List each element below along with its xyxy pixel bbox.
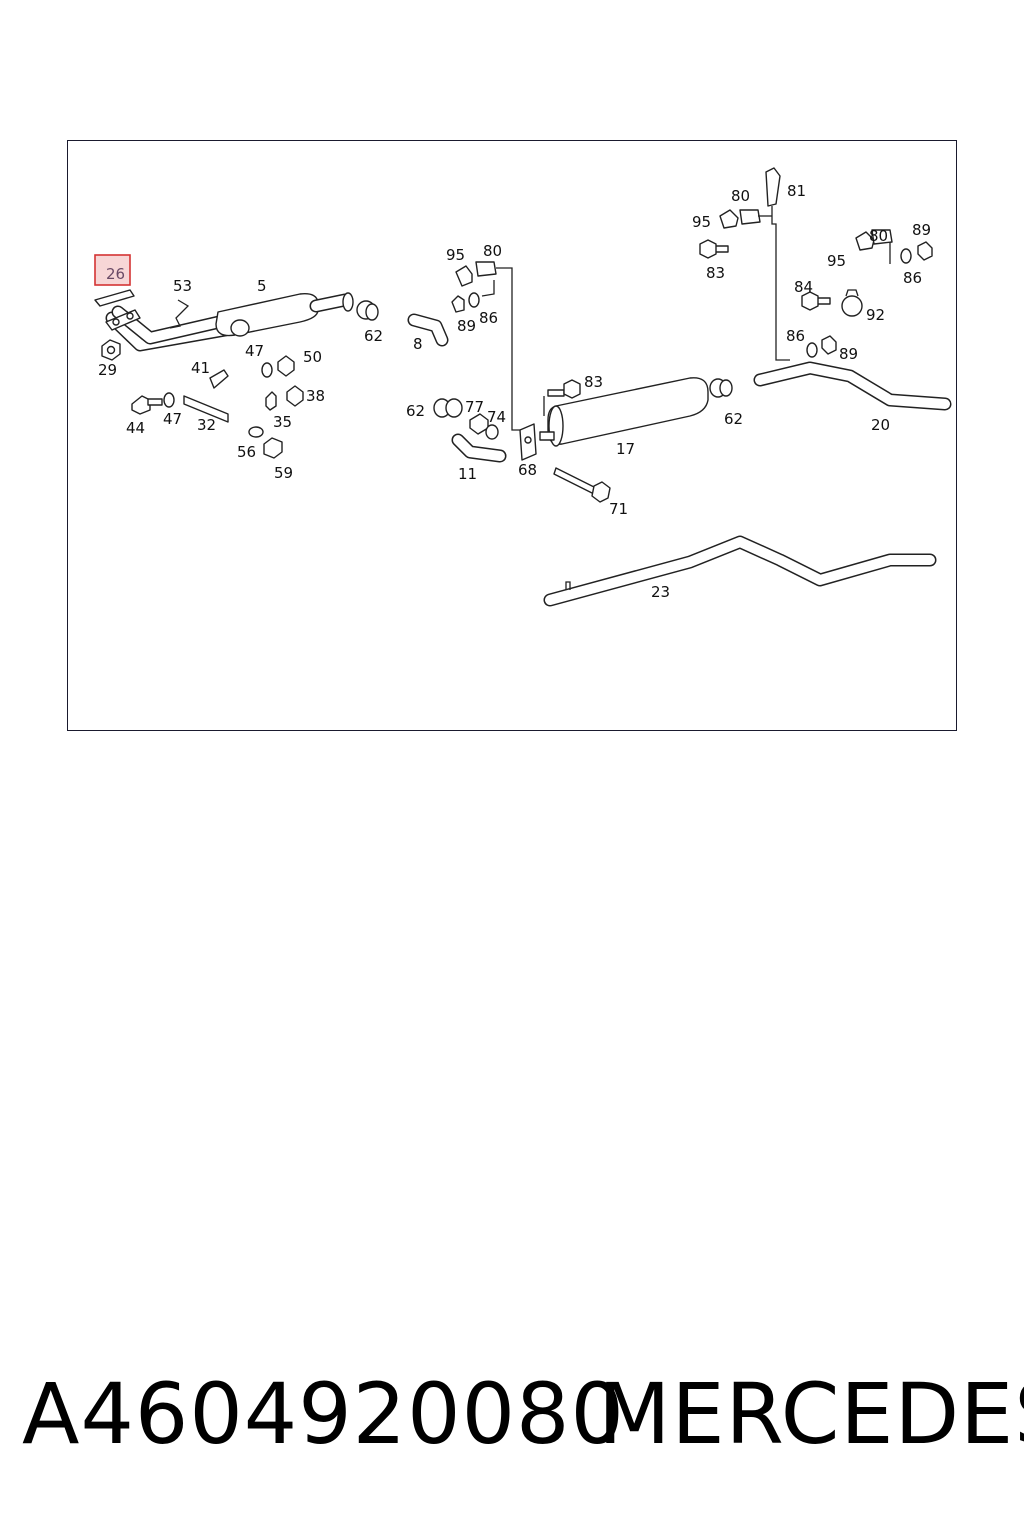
label-68: 68 (518, 461, 537, 479)
label-17: 17 (616, 440, 635, 458)
label-62-c: 62 (724, 410, 743, 428)
label-20: 20 (871, 416, 890, 434)
label-86-b: 86 (903, 269, 922, 287)
label-53: 53 (173, 277, 192, 295)
hanger-right-top (699, 167, 790, 361)
bolt-71 (553, 467, 611, 503)
label-80-b: 80 (731, 187, 750, 205)
bolt-83-mid (543, 379, 581, 416)
label-95-c: 95 (827, 252, 846, 270)
label-95-a: 95 (446, 246, 465, 264)
label-74: 74 (487, 408, 506, 426)
label-5: 5 (257, 277, 267, 295)
label-80-c: 80 (869, 227, 888, 245)
label-47-b: 47 (163, 410, 182, 428)
hardware-left (131, 355, 304, 459)
nut-29 (101, 339, 121, 361)
label-86-a: 86 (479, 309, 498, 327)
label-84: 84 (794, 278, 813, 296)
label-89-a: 89 (457, 317, 476, 335)
bracket-68 (519, 423, 537, 461)
label-47-a: 47 (245, 342, 264, 360)
label-86-c: 86 (786, 327, 805, 345)
hanger-right-side (801, 229, 933, 358)
pipe-8 (407, 313, 449, 347)
label-59: 59 (274, 464, 293, 482)
pipe-11 (451, 433, 507, 463)
clamp-62-mid (433, 398, 499, 440)
label-8: 8 (413, 335, 423, 353)
label-44: 44 (126, 419, 145, 437)
label-62-a: 62 (364, 327, 383, 345)
muffler-17 (539, 377, 733, 447)
label-29: 29 (98, 361, 117, 379)
label-81: 81 (787, 182, 806, 200)
gasket-26 (94, 289, 135, 307)
bracket-53 (169, 299, 190, 329)
label-80-a: 80 (483, 242, 502, 260)
label-83-a: 83 (584, 373, 603, 391)
label-41: 41 (191, 359, 210, 377)
exhaust-diagram-frame (67, 140, 957, 731)
label-26-highlighted: 26 (106, 265, 125, 283)
label-83-b: 83 (706, 264, 725, 282)
clamp-62-left (356, 300, 379, 321)
label-77: 77 (465, 398, 484, 416)
front-muffler (215, 292, 354, 337)
label-95-b: 95 (692, 213, 711, 231)
label-92: 92 (866, 306, 885, 324)
label-89-b: 89 (912, 221, 931, 239)
part-number: A4604920080 (22, 1365, 625, 1463)
label-11: 11 (458, 465, 477, 483)
label-56: 56 (237, 443, 256, 461)
label-35: 35 (273, 413, 292, 431)
label-71: 71 (609, 500, 628, 518)
label-50: 50 (303, 348, 322, 366)
flange (105, 309, 141, 331)
highlight-box (94, 254, 131, 286)
exhaust-system-diagram: 26 53 5 62 29 47 50 41 38 44 47 32 35 56… (94, 167, 952, 607)
label-32: 32 (197, 416, 216, 434)
tailpipe-20 (753, 361, 952, 411)
label-38: 38 (306, 387, 325, 405)
long-pipe-23 (543, 535, 937, 607)
label-62-b: 62 (406, 402, 425, 420)
label-89-c: 89 (839, 345, 858, 363)
hanger-left-mid (451, 261, 522, 431)
label-23: 23 (651, 583, 670, 601)
brand-name: MERCEDES (598, 1365, 1024, 1463)
